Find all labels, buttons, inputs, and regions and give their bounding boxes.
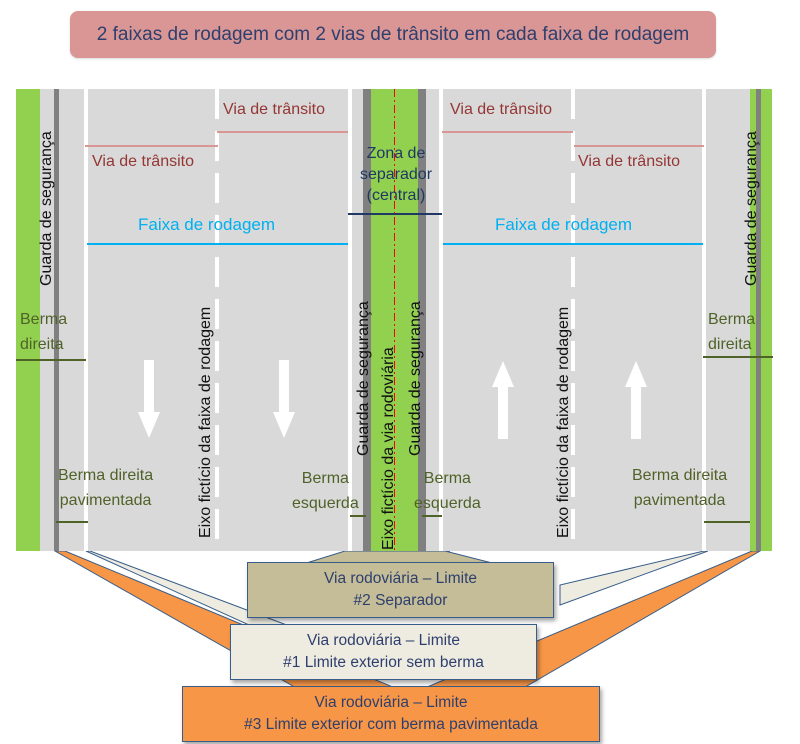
right-shoulder-label-right: Berma direita — [708, 307, 755, 357]
label-line: esquerda — [414, 495, 481, 512]
right-edge-line — [702, 89, 706, 551]
carriageway-line-right — [443, 243, 703, 245]
right-inner-edge-line — [439, 89, 443, 551]
separator-label-line-1: Zona de — [366, 145, 426, 162]
label-line: direita — [20, 336, 64, 353]
separator-zone-line — [348, 213, 442, 215]
right-shoulder-line-left — [16, 359, 86, 361]
right-shoulder-line-right — [703, 356, 773, 358]
callout-line-1: Via rodoviária – Limite — [306, 632, 461, 649]
median-barrier-left — [363, 89, 371, 551]
lane-line-right-inner — [442, 131, 573, 133]
lane-line-right-outer — [574, 145, 704, 147]
callout-line-2: #1 Limite exterior sem berma — [283, 654, 484, 671]
label-line: Berma — [708, 311, 756, 328]
callout-line-1: Via rodoviária – Limite — [323, 570, 478, 587]
left-outer-shoulder — [59, 89, 84, 551]
callout-limit-2: Via rodoviária – Limite #2 Separador — [247, 562, 554, 618]
carriageway-label-left: Faixa de rodagem — [138, 215, 276, 234]
lane-label-right-inner: Via de trânsito — [450, 101, 552, 118]
label-line: Berma — [301, 470, 349, 487]
left-barrier-zone — [40, 89, 54, 551]
diagram-title: 2 faixas de rodagem com 2 vias de trânsi… — [70, 11, 716, 58]
lane-label-left-inner: Via de trânsito — [223, 101, 325, 118]
right-shoulder-label-left: Berma direita — [20, 307, 67, 357]
label-line: Berma — [20, 311, 68, 328]
callout-limit-1: Via rodoviária – Limite #1 Limite exteri… — [230, 624, 537, 680]
separator-zone-label: Zona de separador (central) — [348, 143, 444, 206]
callout-line-2: #3 Limite exterior com berma pavimentada — [244, 716, 538, 733]
left-inner-edge-line — [348, 89, 352, 551]
left-shoulder-label-left: Berma esquerda — [292, 466, 359, 516]
lane-line-left-outer — [85, 145, 218, 147]
label-line: Berma — [423, 470, 471, 487]
callout-limit-3: Via rodoviária – Limite #3 Limite exteri… — [182, 686, 600, 742]
carriageway-label-right: Faixa de rodagem — [495, 215, 633, 234]
right-verge — [761, 89, 772, 551]
callout-line-2: #2 Separador — [353, 592, 448, 609]
left-verge — [16, 89, 40, 551]
left-shoulder-line-right — [422, 515, 442, 517]
left-edge-line — [84, 89, 88, 551]
label-line: direita — [708, 336, 752, 353]
arrow-down-icon — [138, 360, 160, 438]
label-line: pavimentada — [633, 492, 726, 509]
carriageway-line-left — [87, 243, 348, 245]
arrow-up-icon — [492, 361, 514, 439]
label-line: pavimentada — [59, 492, 152, 509]
left-lane-divider — [215, 89, 219, 551]
left-inner-shoulder — [352, 89, 363, 551]
right-lane-divider — [571, 89, 575, 551]
left-shoulder-line-left — [350, 515, 366, 517]
label-line: Berma direita — [58, 467, 154, 484]
paved-shoulder-label-left: Berma direita pavimentada — [58, 463, 153, 513]
separator-label-line-2: separador — [359, 166, 433, 183]
separator-label-line-3: (central) — [366, 187, 426, 204]
pointer-limit-1-right — [559, 550, 709, 606]
lane-label-right-outer: Via de trânsito — [578, 153, 680, 170]
paved-shoulder-line-left — [56, 521, 88, 523]
median-barrier-right — [418, 89, 426, 551]
lane-label-left-outer: Via de trânsito — [92, 153, 194, 170]
left-shoulder-label-right: Berma esquerda — [414, 466, 481, 516]
label-line: esquerda — [292, 495, 359, 512]
label-line: Berma direita — [632, 467, 728, 484]
callout-line-1: Via rodoviária – Limite — [314, 694, 468, 711]
arrow-down-icon — [273, 360, 295, 438]
arrow-up-icon — [625, 361, 647, 439]
right-safety-barrier — [756, 89, 761, 551]
right-inner-shoulder — [426, 89, 439, 551]
lane-line-left-inner — [217, 131, 348, 133]
paved-shoulder-label-right: Berma direita pavimentada — [632, 463, 727, 513]
right-verge-inner — [750, 89, 756, 551]
paved-shoulder-line-right — [704, 521, 750, 523]
left-safety-barrier — [54, 89, 59, 551]
right-outer-shoulder — [706, 89, 750, 551]
